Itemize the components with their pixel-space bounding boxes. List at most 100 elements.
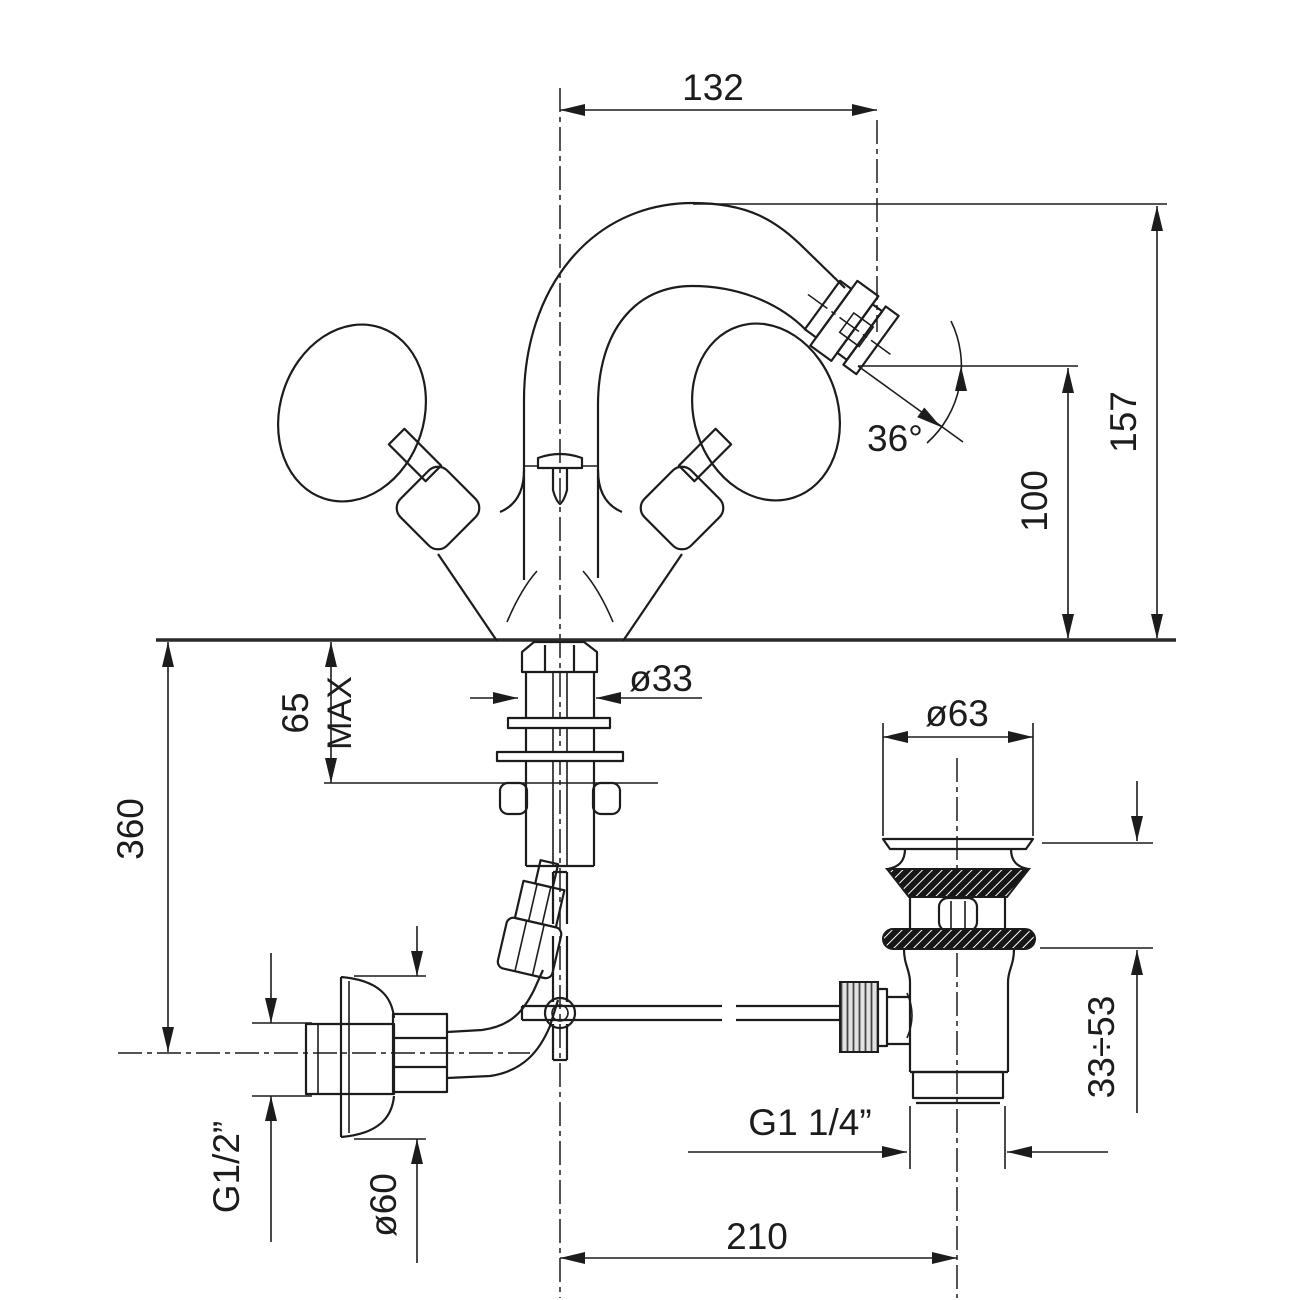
faucet-body <box>276 201 900 642</box>
mounting-nut-left-wing <box>498 781 529 816</box>
waste-body <box>902 948 1016 1074</box>
arrowhead <box>1007 1146 1032 1158</box>
dim-flange-diameter: ø60 <box>354 926 426 1263</box>
mounting-washer <box>506 716 612 730</box>
dim-supply-thread: G1/2” <box>206 953 312 1242</box>
union-upper-facets <box>527 883 552 925</box>
dim-outlet-angle-label: 36° <box>867 418 923 459</box>
waste-rim <box>881 837 1035 851</box>
waste-neck <box>908 897 1007 929</box>
overflow-slot <box>950 901 966 928</box>
left-handle <box>276 323 428 503</box>
arrowhead <box>325 642 337 667</box>
arrowhead <box>162 642 174 667</box>
linkage-stub <box>887 995 910 1046</box>
union-tube <box>534 859 560 889</box>
arrowhead <box>955 366 967 391</box>
body-cone <box>437 553 683 642</box>
dim-outlet-angle: 36° <box>857 320 967 459</box>
dim-shank-diameter: ø33 <box>470 658 702 704</box>
union-nut-assembly <box>496 859 566 980</box>
dim-max-deck-value: 65 <box>275 692 316 733</box>
lift-rod-in-shank <box>552 672 568 866</box>
angle-arc <box>926 320 963 444</box>
arrowhead <box>162 1027 174 1052</box>
drain-assembly <box>839 837 1036 1105</box>
shank-tube <box>524 672 596 868</box>
popup-linkage <box>520 870 840 1062</box>
arrowhead <box>852 104 877 116</box>
angle-reference-line <box>857 365 964 443</box>
arrowhead <box>1062 614 1074 639</box>
dim-waste-thread-label: G1 1/4” <box>748 1102 871 1143</box>
aerator <box>803 279 900 376</box>
dim-waste-flange-label: ø63 <box>925 693 989 734</box>
dim-waste-range: 33÷53 <box>1040 781 1153 1113</box>
dim-spout-reach: 132 <box>560 67 877 116</box>
waste-cone-hatched <box>884 868 1032 898</box>
arrowhead <box>560 104 585 116</box>
dim-supply-drop-label: 360 <box>110 798 151 860</box>
arrowhead <box>932 1252 957 1264</box>
linkage-nut-plate <box>876 987 889 1048</box>
right-valve-housing <box>639 465 725 551</box>
dim-waste-range-label: 33÷53 <box>1081 996 1122 1099</box>
dim-spout-height-label: 157 <box>1103 391 1144 453</box>
spout-outer-curve <box>522 201 846 580</box>
arrowhead <box>883 731 908 743</box>
arrowhead <box>596 692 621 704</box>
arrowhead <box>493 692 518 704</box>
overflow-window <box>937 896 979 933</box>
mounting-nut-right-wing <box>591 781 622 816</box>
linkage-ball-joint <box>543 996 577 1030</box>
supply-assembly <box>304 859 566 1139</box>
dim-shank-diameter-label: ø33 <box>629 658 693 699</box>
supply-nipple <box>304 1022 396 1096</box>
dim-flange-diameter-label: ø60 <box>363 1173 404 1237</box>
union-upper-nut <box>513 879 566 929</box>
popup-knob-cap <box>536 452 584 470</box>
dim-waste-distance: 210 <box>560 1216 957 1264</box>
left-valve-housing <box>395 465 481 551</box>
arrowhead <box>411 1139 423 1164</box>
body-creases <box>506 570 614 623</box>
supply-hex-nut <box>391 1012 449 1094</box>
dim-outlet-height: 100 <box>858 365 1078 639</box>
dim-max-deck: 65 MAX <box>275 642 658 784</box>
shank-hex-nut <box>520 640 599 674</box>
supply-elbow-pipe <box>446 969 560 1080</box>
dim-spout-reach-label: 132 <box>682 67 744 108</box>
lift-rod-lower <box>551 1024 569 1062</box>
right-handle <box>690 322 842 502</box>
arrowhead <box>560 1252 585 1264</box>
wall-flange <box>339 975 396 1139</box>
dim-supply-drop: 360 <box>110 642 174 1052</box>
spout-inner-curve <box>596 284 807 578</box>
horizontal-linkage-rod <box>520 1004 840 1022</box>
dim-waste-thread: G1 1/4” <box>688 1102 1108 1169</box>
arrowhead <box>1151 206 1163 231</box>
arrowhead <box>1131 950 1143 975</box>
dim-supply-thread-label: G1/2” <box>206 1121 247 1214</box>
arrowhead <box>1008 731 1033 743</box>
aerator-collar <box>803 279 853 339</box>
waste-tailpiece-thread <box>911 1070 1005 1100</box>
dim-outlet-height-label: 100 <box>1014 470 1055 532</box>
mounting-plate <box>495 750 625 763</box>
arrowhead <box>1131 816 1143 841</box>
dim-waste-distance-label: 210 <box>726 1216 788 1257</box>
aerator-detail <box>838 311 875 348</box>
arrowhead <box>325 758 337 783</box>
arrowhead <box>265 998 277 1023</box>
dim-max-deck-suffix: MAX <box>321 676 359 750</box>
arrowhead <box>411 951 423 976</box>
union-nut-facets <box>514 920 545 976</box>
linkage-knurled-nut <box>839 981 879 1053</box>
dim-spout-height: 157 <box>693 203 1167 639</box>
arrowhead <box>882 1146 907 1158</box>
waste-neck-curves <box>887 848 1029 871</box>
arrowhead <box>1151 614 1163 639</box>
arrowhead <box>1062 368 1074 393</box>
